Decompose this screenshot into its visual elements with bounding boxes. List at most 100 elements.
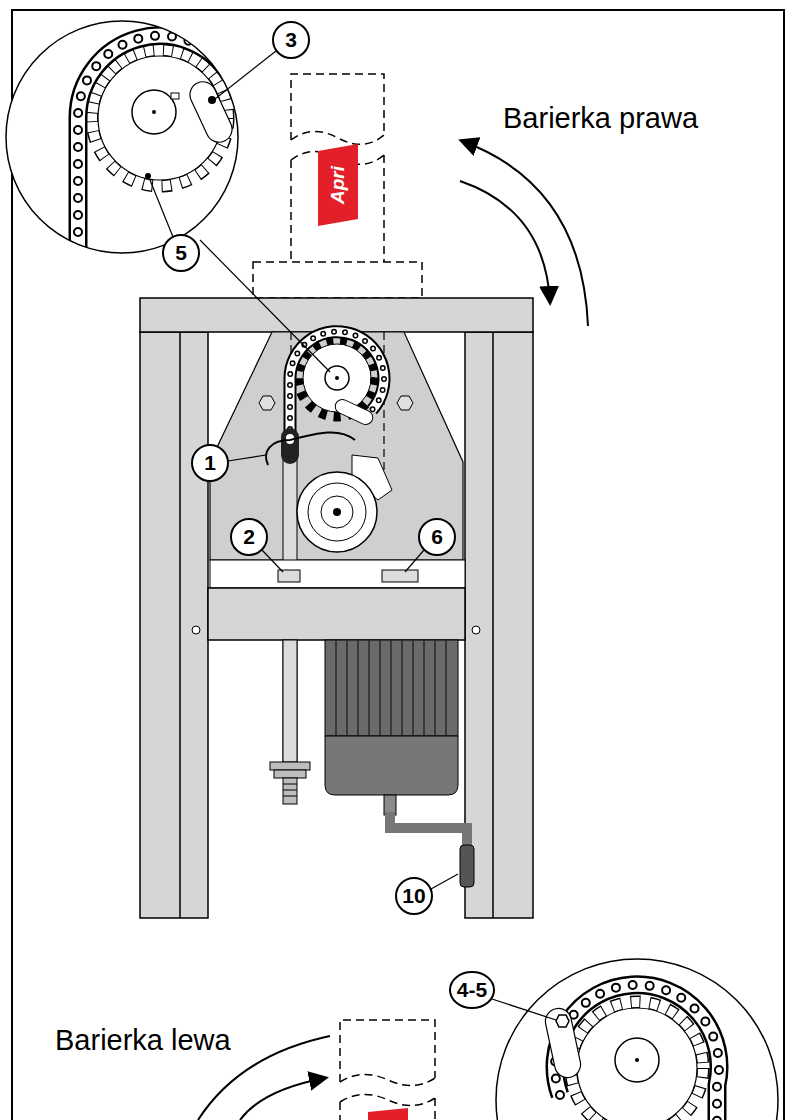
leader-line <box>228 455 266 461</box>
fin-lines <box>336 640 446 736</box>
rotation-arrow <box>240 1078 325 1120</box>
barrier-top <box>340 1020 435 1082</box>
chain-roller <box>78 36 230 300</box>
motor-fins <box>325 640 458 736</box>
detail-circle <box>6 21 238 253</box>
housing-column <box>140 298 533 918</box>
key <box>171 93 179 99</box>
chain <box>290 332 384 462</box>
nut <box>274 770 306 778</box>
callout-circle <box>163 235 199 271</box>
motor <box>325 640 474 887</box>
thread-lines <box>283 784 297 796</box>
rotation-arrow <box>460 181 550 302</box>
motor-cap <box>325 736 458 795</box>
chain-outer <box>290 332 384 462</box>
leader-line <box>215 51 276 99</box>
lever-plate <box>333 397 375 427</box>
spring-wire <box>266 432 355 465</box>
logo-text: Apri <box>327 166 349 204</box>
marker-dot <box>370 377 376 383</box>
crank-handle <box>460 845 474 887</box>
barrier-mount <box>253 262 422 298</box>
callout-circle <box>396 878 432 914</box>
direction-label: Barierka lewa <box>55 1024 231 1057</box>
hub <box>132 90 176 134</box>
bolt <box>472 626 480 634</box>
bolt <box>208 96 216 104</box>
detail-view <box>543 985 719 1120</box>
hub-center <box>335 376 339 380</box>
break-line <box>340 1074 435 1085</box>
callout-number: 1 <box>204 451 216 475</box>
gear-housing <box>297 455 392 552</box>
shaft <box>333 508 341 516</box>
sprocket-teeth <box>571 1002 703 1120</box>
barrier-outline <box>340 1020 435 1120</box>
detail-ground <box>496 959 778 1120</box>
callout-circle <box>450 972 494 1008</box>
chain-inner <box>555 985 719 1120</box>
housing-ring <box>308 483 366 541</box>
leader-line <box>262 550 283 572</box>
callout-number: 5 <box>175 241 187 265</box>
sprocket-teeth <box>571 1002 703 1120</box>
nut <box>270 762 310 770</box>
stop-block <box>382 570 418 582</box>
chain-outer <box>78 36 230 300</box>
chain-inner <box>290 332 384 462</box>
rod-eye <box>281 428 299 464</box>
page-frame <box>12 10 784 1120</box>
direction-label: Barierka prawa <box>503 102 698 135</box>
hub <box>325 366 349 390</box>
break-line <box>291 131 384 144</box>
detail-leader <box>200 240 330 372</box>
break-line <box>340 1094 435 1120</box>
callout-number: 4-5 <box>457 978 487 1002</box>
bolt <box>259 396 275 410</box>
spring-rod <box>283 640 297 762</box>
marker-dot <box>145 173 151 179</box>
chain-roller <box>555 985 719 1120</box>
chain-roller <box>290 332 384 462</box>
housing-outer <box>297 472 377 552</box>
callout-circle <box>419 519 455 555</box>
chain-roller <box>555 985 719 1120</box>
column-edge <box>179 332 181 918</box>
callout-number: 6 <box>431 525 443 549</box>
callout-circle <box>192 445 228 481</box>
callout-number: 2 <box>243 525 255 549</box>
chain-roller <box>290 332 384 462</box>
hub <box>615 1038 659 1082</box>
chain-inner <box>78 36 230 300</box>
callout-circle <box>273 22 309 58</box>
barrier-top <box>291 74 384 140</box>
leader-line <box>405 550 424 572</box>
leader-lines <box>150 51 556 1020</box>
column-edge <box>492 332 494 918</box>
detail-circle <box>496 959 778 1120</box>
rod-block <box>278 570 300 582</box>
pole-hidden <box>291 332 384 470</box>
chain-outer <box>555 985 719 1120</box>
callout-number: 10 <box>402 884 425 908</box>
detail-view <box>78 36 236 300</box>
chain-roller <box>78 36 230 300</box>
hub-center <box>152 110 156 114</box>
callout-circle <box>231 519 267 555</box>
bolt <box>397 396 413 410</box>
callout-number: 3 <box>285 28 297 52</box>
logo-plate <box>318 144 358 226</box>
leader-line <box>431 874 458 889</box>
cross-beam <box>208 588 465 640</box>
bolt <box>556 1015 569 1027</box>
leader-line <box>492 999 556 1020</box>
barrier-outline <box>253 74 422 298</box>
bolt <box>192 626 200 634</box>
right-column <box>465 332 533 918</box>
base-plate <box>210 560 465 588</box>
mount-plate <box>210 332 463 560</box>
